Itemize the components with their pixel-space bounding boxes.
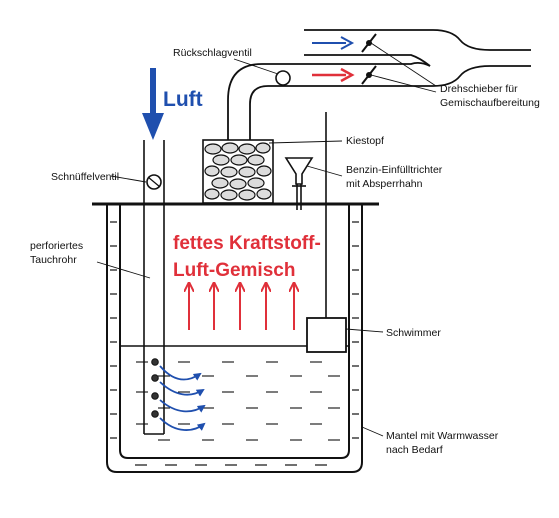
leader-lines [96, 42, 437, 437]
fuel-funnel [284, 157, 314, 210]
gravel-pot [202, 139, 274, 204]
jacket-water [110, 221, 359, 466]
rotary-valve-upper [361, 33, 377, 53]
schnueffelventil-label: Schnüffelventil [51, 171, 119, 183]
air-bubble-arrows [159, 365, 206, 431]
mixing-manifold [304, 29, 531, 87]
tube-perforations [151, 358, 159, 418]
mantel-label-line2: nach Bedarf [386, 444, 443, 456]
air-flow-arrow [312, 36, 355, 50]
mixture-label-line2: Luft-Gemisch [173, 260, 295, 281]
tauchrohr-label-line1: perforiertes [30, 240, 83, 252]
float-box [306, 317, 347, 353]
einfuelltrichter-label-line1: Benzin-Einfülltrichter [346, 164, 443, 176]
kiestopf-label: Kiestopf [346, 135, 384, 147]
air-inlet-arrow [142, 68, 164, 140]
mixture-rising-arrows [189, 284, 294, 330]
drehschieber-label-line2: Gemischaufbereitung [440, 97, 540, 109]
outlet-pipe [227, 63, 304, 140]
luft-label: Luft [163, 88, 203, 111]
check-valve [275, 70, 291, 86]
mantel-label-line1: Mantel mit Warmwasser [386, 430, 499, 442]
outer-jacket [106, 205, 363, 473]
einfuelltrichter-label-line2: mit Absperrhahn [346, 178, 423, 190]
schwimmer-label: Schwimmer [386, 327, 441, 339]
mixture-flow-arrow [312, 67, 355, 83]
rotary-valve-lower [361, 65, 377, 85]
tauchrohr-label-line2: Tauchrohr [30, 254, 77, 266]
mixture-label-line1: fettes Kraftstoff- [173, 233, 321, 254]
drehschieber-label-line1: Drehschieber für [440, 83, 518, 95]
rueckschlagventil-label: Rückschlagventil [173, 47, 252, 59]
